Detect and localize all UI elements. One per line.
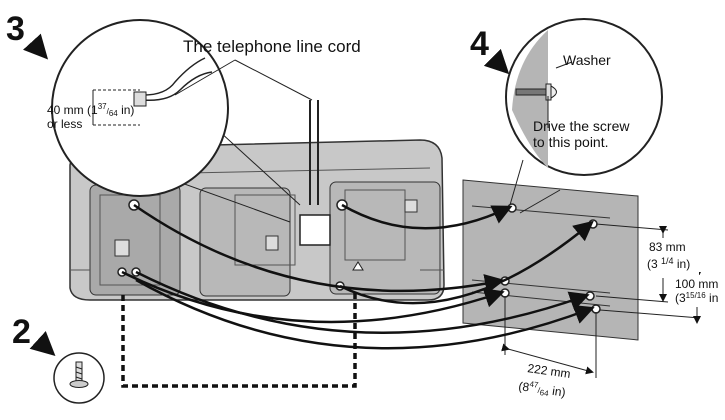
dimension-222-in: (847/64 in) xyxy=(517,378,566,400)
drive-screw-line1: Drive the screw xyxy=(533,118,630,134)
dimension-100-in: (315/16 in xyxy=(675,291,718,305)
washer-label: Washer xyxy=(563,52,611,68)
dimension-100: 100 mm (315/16 in xyxy=(673,275,725,307)
dimension-100-mm: 100 mm xyxy=(675,277,718,291)
cord-label: The telephone line cord xyxy=(183,37,361,56)
step-arrow-icon xyxy=(23,33,49,60)
step-4-number: 4 xyxy=(470,25,489,63)
dimension-83: 83 mm (3 1/4 in) xyxy=(643,238,699,278)
wall-panel xyxy=(462,179,639,341)
mount-arrows xyxy=(121,203,595,350)
cord-label-leaders xyxy=(174,59,313,101)
washer-detail-circle xyxy=(505,18,663,214)
drive-screw-line2: to this point. xyxy=(533,134,609,150)
step-2-number: 2 xyxy=(12,313,31,351)
triangle-marker-icon xyxy=(352,261,364,271)
dimension-222-mm: 222 mm xyxy=(527,361,572,381)
dimension-222: 222 mm (847/64 in) xyxy=(517,361,572,400)
screw-icon xyxy=(53,352,105,404)
dimension-83-mm: 83 mm xyxy=(649,240,686,254)
telephone-line-cord xyxy=(299,100,331,246)
cord-length-note: or less xyxy=(47,117,82,131)
step-arrow-icon xyxy=(483,48,510,75)
magnifier-circle-icon xyxy=(51,19,301,223)
step-arrow-icon xyxy=(29,331,56,357)
screw-lead-dashed xyxy=(121,290,357,388)
dimension-83-in: (3 1/4 in) xyxy=(647,256,690,271)
step-3-number: 3 xyxy=(6,10,25,48)
cord-length-label: 40 mm (137/64 in) xyxy=(47,102,134,118)
